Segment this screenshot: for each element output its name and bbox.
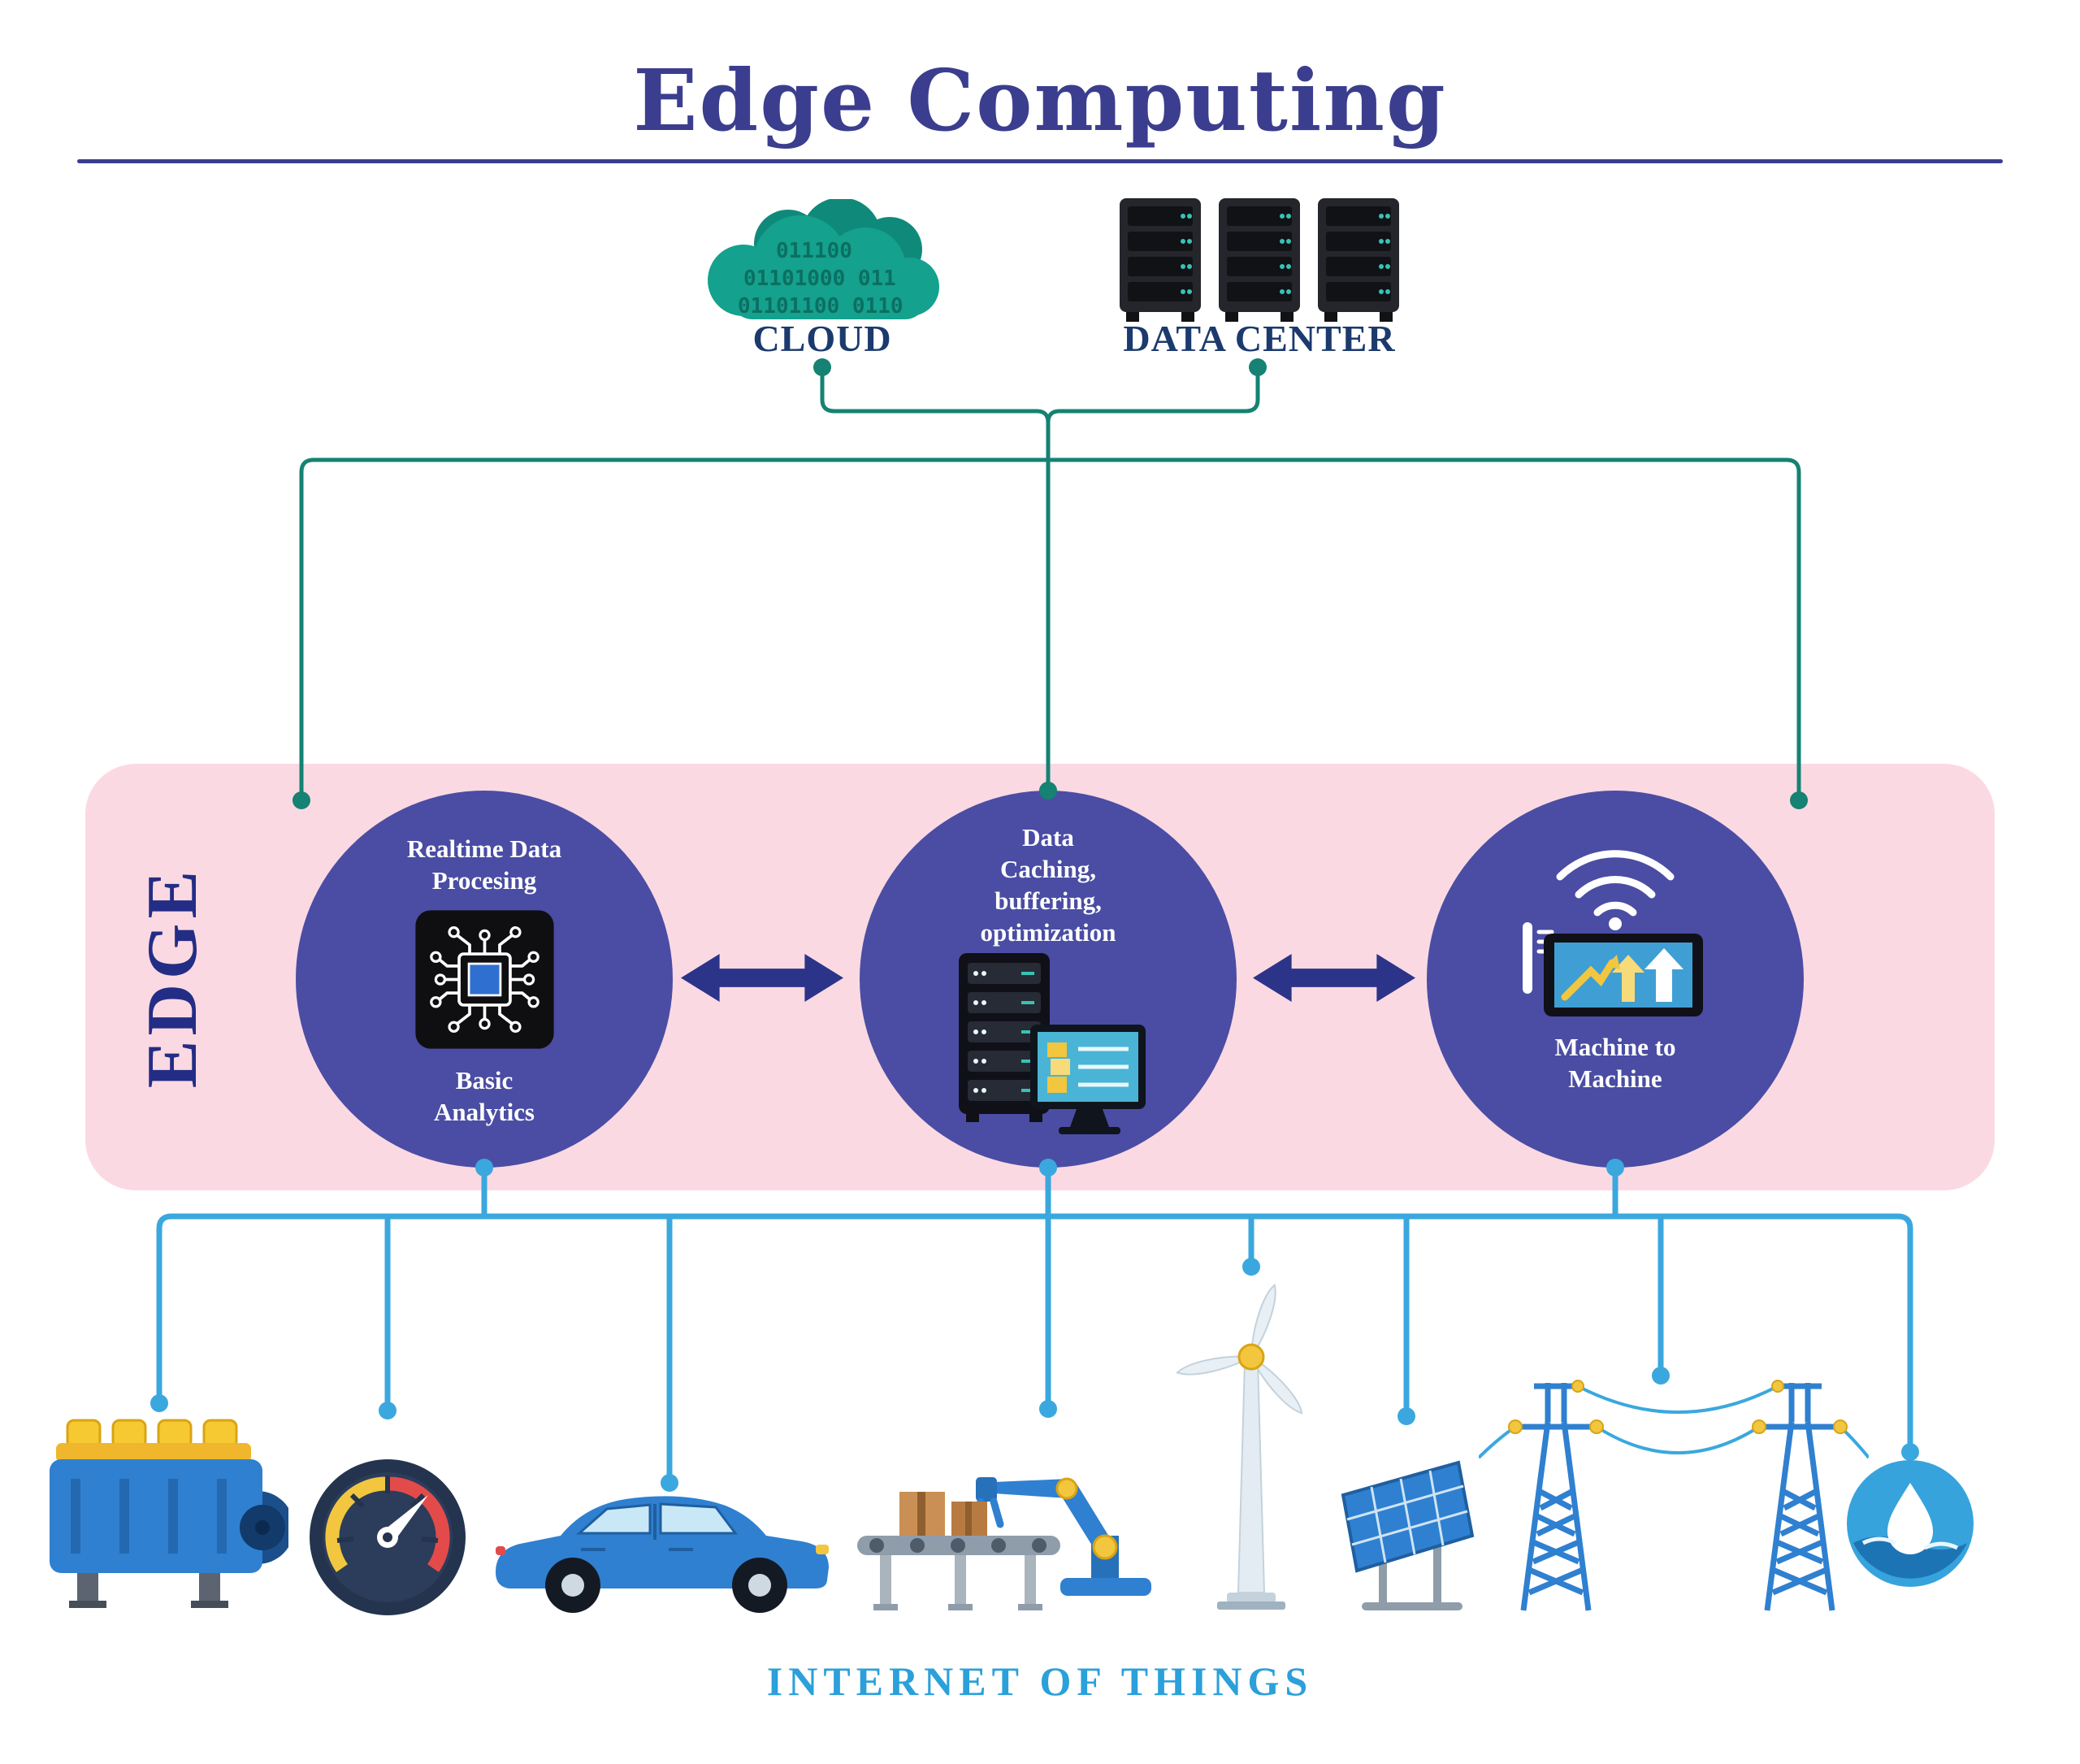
page-title: Edge Computing: [633, 50, 1447, 150]
water-icon: [1847, 1460, 1974, 1587]
data-center-icon: [1120, 198, 1399, 322]
wind-turbine-icon: [1176, 1283, 1303, 1610]
node-bottom-label: Basic Analytics: [434, 1066, 535, 1127]
svg-text:01101000 011: 01101000 011: [743, 267, 896, 291]
bidirectional-arrow-right: [1253, 953, 1415, 1003]
solar-panel-icon: [1341, 1460, 1475, 1610]
node-top-label: Realtime Data Procesing: [406, 834, 562, 895]
title-divider: [77, 159, 2003, 163]
iot-label: INTERNET OF THINGS: [766, 1658, 1314, 1704]
cloud-label: CLOUD: [752, 318, 892, 359]
edge-node-machine-to-machine: Machine to Machine: [1427, 791, 1804, 1168]
gauge-icon: [310, 1459, 466, 1615]
power-towers-icon: [1479, 1380, 1869, 1611]
bidirectional-arrow-left: [681, 953, 843, 1003]
edge-band-label: EDGE: [133, 865, 213, 1089]
car-icon: [496, 1496, 829, 1613]
node-bottom-label: Machine to Machine: [1554, 1033, 1676, 1094]
cpu-chip-icon: [414, 910, 554, 1049]
cloud-icon: 011100 01101000 011 01101100 0110: [708, 199, 939, 319]
server-monitor-icon: [959, 953, 1146, 1135]
svg-text:01101100 0110: 01101100 0110: [738, 294, 904, 319]
conveyor-robot-icon: [857, 1477, 1151, 1610]
wireless-tablet-icon: [1523, 850, 1703, 1016]
node-top-label: Data Caching, buffering, optimization: [980, 823, 1116, 947]
engine-icon: [50, 1419, 288, 1608]
svg-text:011100: 011100: [776, 239, 852, 263]
edge-node-realtime-processing: Realtime Data Procesing Basic Analytics: [296, 791, 673, 1168]
edge-node-data-caching: Data Caching, buffering, optimization: [860, 791, 1237, 1168]
data-center-label: DATA CENTER: [1123, 318, 1396, 359]
